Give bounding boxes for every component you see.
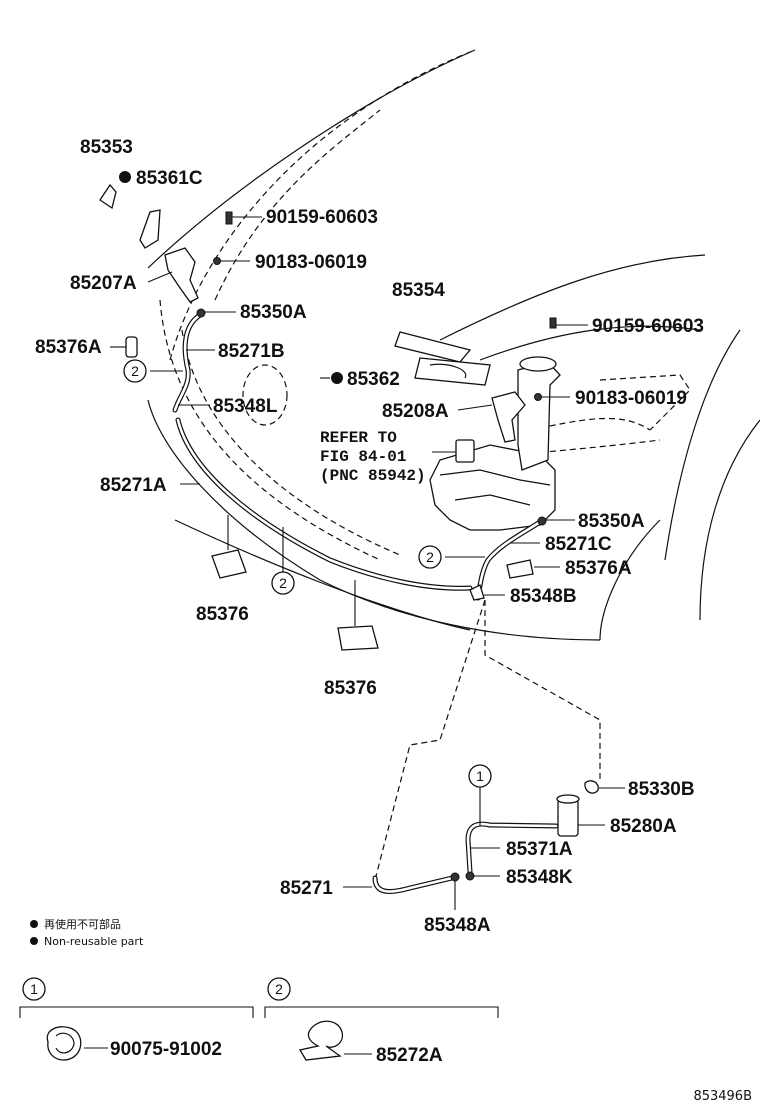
legend-dot-icon xyxy=(30,937,38,945)
clip-85272a xyxy=(298,1020,344,1061)
left-washer-parts xyxy=(99,183,473,651)
bolt-90159-b xyxy=(549,317,557,329)
svg-text:2: 2 xyxy=(426,549,434,565)
clip-details: 1 90075-91002 2 85272A xyxy=(19,977,499,1066)
legend-en: Non-reusable part xyxy=(44,935,144,948)
grommet-85330b xyxy=(584,780,599,794)
label-85271: 85271 xyxy=(280,878,333,899)
svg-text:1: 1 xyxy=(476,768,484,784)
label-85376a-b: 85376A xyxy=(565,558,632,579)
pad-85376-b xyxy=(337,625,379,651)
label-85350a-a: 85350A xyxy=(240,302,307,323)
label-85362: 85362 xyxy=(347,369,400,390)
washer-tank xyxy=(429,356,561,531)
legend-jp: 再使用不可部品 xyxy=(44,917,121,931)
svg-text:2: 2 xyxy=(275,981,283,997)
svg-text:1: 1 xyxy=(30,981,38,997)
joint-85348b xyxy=(469,584,485,601)
pad-85376-a xyxy=(211,549,247,579)
label-90075: 90075-91002 xyxy=(110,1039,222,1060)
label-90159-a: 90159-60603 xyxy=(266,207,378,228)
svg-text:2: 2 xyxy=(131,363,139,379)
clip-90075 xyxy=(46,1026,82,1061)
joint-85348a xyxy=(450,872,460,882)
callout-2-a xyxy=(123,359,147,383)
label-85361c: 85361C xyxy=(136,168,203,189)
cover-85361c xyxy=(139,209,161,249)
label-85376-b: 85376 xyxy=(324,678,377,699)
refer-line-1: REFER TO xyxy=(320,429,397,447)
nozzle-85208a xyxy=(491,391,526,443)
detail-callout-2 xyxy=(267,977,291,1001)
callout-2-c xyxy=(418,545,442,569)
label-85376a-a: 85376A xyxy=(35,337,102,358)
label-85348a: 85348A xyxy=(424,915,491,936)
refer-line-3: (PNC 85942) xyxy=(320,467,426,485)
pump-85280a xyxy=(557,799,579,837)
label-85207a: 85207A xyxy=(70,273,137,294)
cover-85362 xyxy=(414,357,491,386)
nut-90183-a xyxy=(213,257,221,265)
nonreusable-dot-icon xyxy=(119,171,131,183)
legend-dot-icon xyxy=(30,920,38,928)
sleeve-85376a-b xyxy=(506,559,534,579)
nonreusable-dot-icon xyxy=(331,372,343,384)
bolt-90159-a xyxy=(225,211,233,225)
label-90159-b: 90159-60603 xyxy=(592,316,704,337)
callout-2-b xyxy=(271,571,295,595)
label-85271a: 85271A xyxy=(100,475,167,496)
label-85271b: 85271B xyxy=(218,341,285,362)
lower-hose-detail xyxy=(372,599,601,895)
right-washer-parts xyxy=(394,317,557,601)
label-90183-b: 90183-06019 xyxy=(575,388,687,409)
label-85280a: 85280A xyxy=(610,816,677,837)
joint-85348k xyxy=(465,871,475,881)
cap-85353 xyxy=(99,183,117,210)
label-90183-a: 90183-06019 xyxy=(255,252,367,273)
label-85376-a: 85376 xyxy=(196,604,249,625)
label-85272a: 85272A xyxy=(376,1045,443,1066)
sleeve-85376a-a xyxy=(125,336,138,358)
label-85371a: 85371A xyxy=(506,839,573,860)
label-85354: 85354 xyxy=(392,280,445,301)
label-85353: 85353 xyxy=(80,137,133,158)
nut-90183-b xyxy=(534,393,542,401)
callout-1-a xyxy=(468,764,492,788)
nozzle-85207a xyxy=(164,247,199,303)
detail-callout-1 xyxy=(22,977,46,1001)
label-85330b: 85330B xyxy=(628,779,695,800)
label-85348l: 85348L xyxy=(213,396,278,417)
refer-line-2: FIG 84-01 xyxy=(320,448,406,466)
joint-85350a-a xyxy=(196,308,206,318)
figure-id: 853496B xyxy=(693,1089,752,1104)
label-85350a-b: 85350A xyxy=(578,511,645,532)
label-85348b: 85348B xyxy=(510,586,577,607)
leader-lines xyxy=(110,216,625,910)
part-labels: 85353 85361C 90159-60603 90183-06019 852… xyxy=(35,137,704,936)
plate-85354 xyxy=(394,331,472,363)
label-85271c: 85271C xyxy=(545,534,612,555)
vehicle-body-outline xyxy=(147,49,760,641)
label-85208a: 85208A xyxy=(382,401,449,422)
legend: 再使用不可部品 Non-reusable part xyxy=(30,917,144,948)
joint-85350a-b xyxy=(537,516,547,526)
callout-circles: 2 2 2 1 xyxy=(123,359,492,788)
svg-text:2: 2 xyxy=(279,575,287,591)
label-85348k: 85348K xyxy=(506,867,573,888)
